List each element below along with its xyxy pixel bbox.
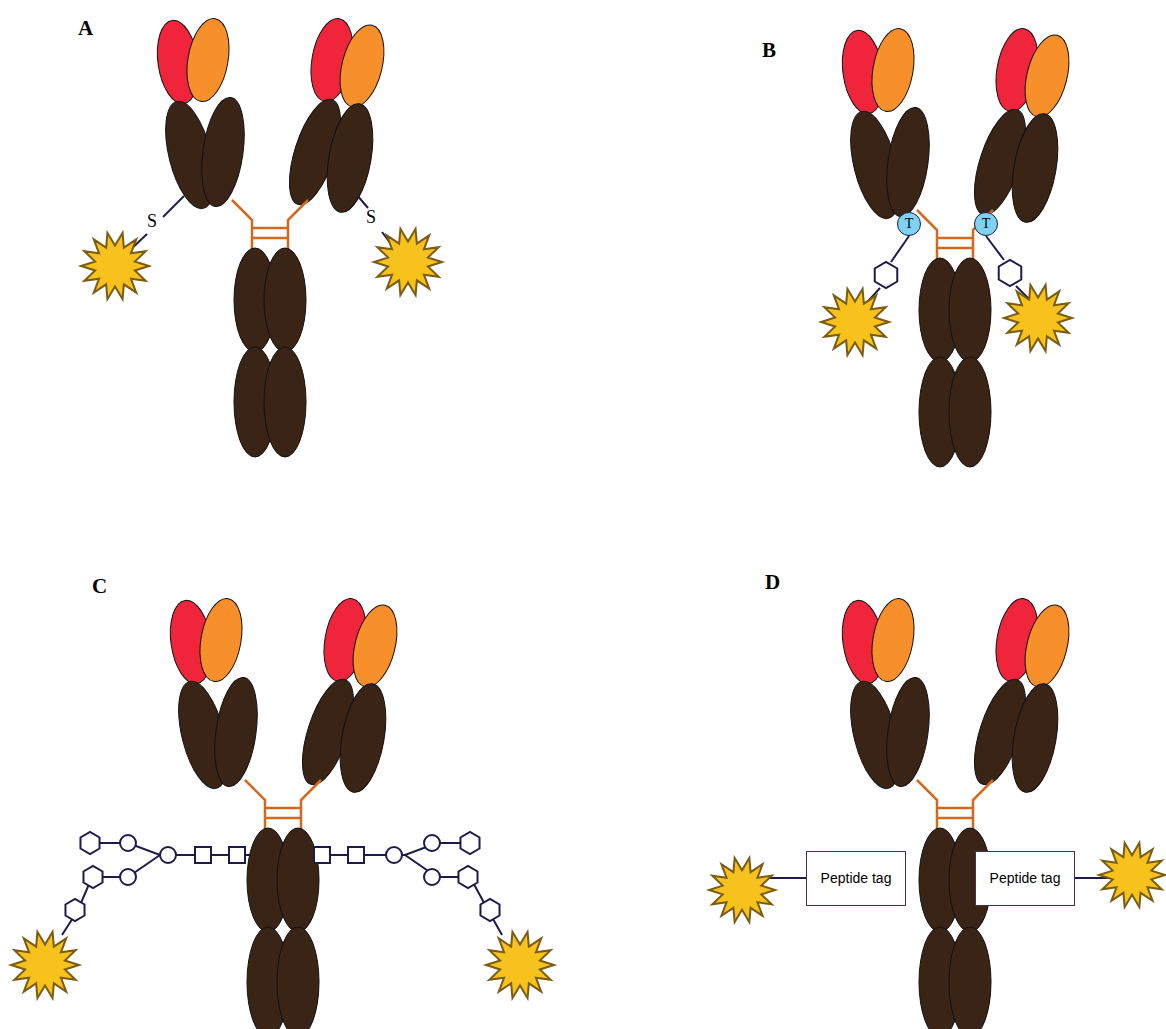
site-letter: T <box>905 216 914 232</box>
drug-payload <box>81 233 149 299</box>
fc-domain <box>949 357 991 467</box>
linker-line <box>163 196 184 217</box>
panel-letter: A <box>78 16 93 41</box>
heavy-chain-variable <box>332 20 391 111</box>
sugar-square <box>314 847 330 863</box>
antibody <box>837 25 1076 467</box>
sulfur-atom: S <box>366 207 376 228</box>
sugar-circle <box>120 869 136 885</box>
sugar-square <box>348 847 364 863</box>
sugar-circle <box>386 847 402 863</box>
fc-domain <box>949 927 991 1029</box>
fc-domain <box>277 927 319 1029</box>
linker-line <box>986 236 1004 260</box>
panel-letter: C <box>92 574 107 599</box>
fab-constant <box>1005 110 1065 226</box>
sugar-circle <box>160 847 176 863</box>
drug-payload <box>709 858 775 922</box>
fab-constant <box>881 675 936 789</box>
fc-domain <box>277 828 319 932</box>
fc-domain <box>264 248 306 352</box>
drug-payload <box>1004 285 1072 351</box>
antibody <box>152 15 391 457</box>
sugar-square <box>229 847 245 863</box>
linker-line <box>891 236 909 262</box>
heavy-chain-variable <box>194 595 248 685</box>
sugar-hexagon <box>83 866 102 888</box>
hinge-disulfide <box>917 780 993 835</box>
drug-payload <box>821 289 889 355</box>
sugar-hexagon <box>458 866 477 888</box>
fc-domain <box>264 347 306 457</box>
heavy-chain-variable <box>345 600 404 691</box>
linker-line <box>405 855 502 935</box>
fc-domain <box>949 258 991 362</box>
antibody <box>837 595 1076 1029</box>
sugar-hexagon <box>80 832 99 854</box>
panel-letter: B <box>762 38 776 63</box>
drug-payload <box>374 229 442 295</box>
fab-constant <box>1005 680 1065 796</box>
heavy-chain-variable <box>1017 30 1076 121</box>
fab-constant <box>196 95 251 209</box>
site-letter: T <box>982 216 991 232</box>
antibody <box>165 595 404 1029</box>
drug-payload <box>486 932 554 998</box>
sugar-hexagon <box>480 899 499 921</box>
tag-label: Peptide tag <box>990 870 1061 886</box>
thiol-site-circle: T <box>897 212 921 236</box>
sulfur-atom: S <box>147 211 157 232</box>
thiol-site-circle: T <box>974 212 998 236</box>
linker-line <box>62 855 160 935</box>
tag-label: Peptide tag <box>821 870 892 886</box>
panel-letter: D <box>765 570 780 595</box>
sugar-circle <box>424 835 440 851</box>
fab-constant <box>333 680 393 796</box>
sugar-hexagon <box>65 899 84 921</box>
hinge-disulfide <box>232 200 308 255</box>
sugar-hexagon <box>875 262 898 288</box>
peptide-tag-box: Peptide tag <box>806 851 906 906</box>
sugar-hexagon <box>999 260 1022 286</box>
drug-payload <box>11 932 79 998</box>
heavy-chain-variable <box>1017 600 1076 691</box>
hinge-disulfide <box>245 780 321 835</box>
fab-constant <box>881 105 936 219</box>
sugar-hexagon <box>460 832 479 854</box>
heavy-chain-variable <box>181 15 235 105</box>
drug-payload <box>1099 843 1165 907</box>
peptide-tag-box: Peptide tag <box>975 851 1075 906</box>
fab-constant <box>320 100 380 216</box>
sugar-square <box>195 847 211 863</box>
sugar-circle <box>424 869 440 885</box>
fab-constant <box>209 675 264 789</box>
sugar-circle <box>120 835 136 851</box>
heavy-chain-variable <box>866 25 920 115</box>
heavy-chain-variable <box>866 595 920 685</box>
